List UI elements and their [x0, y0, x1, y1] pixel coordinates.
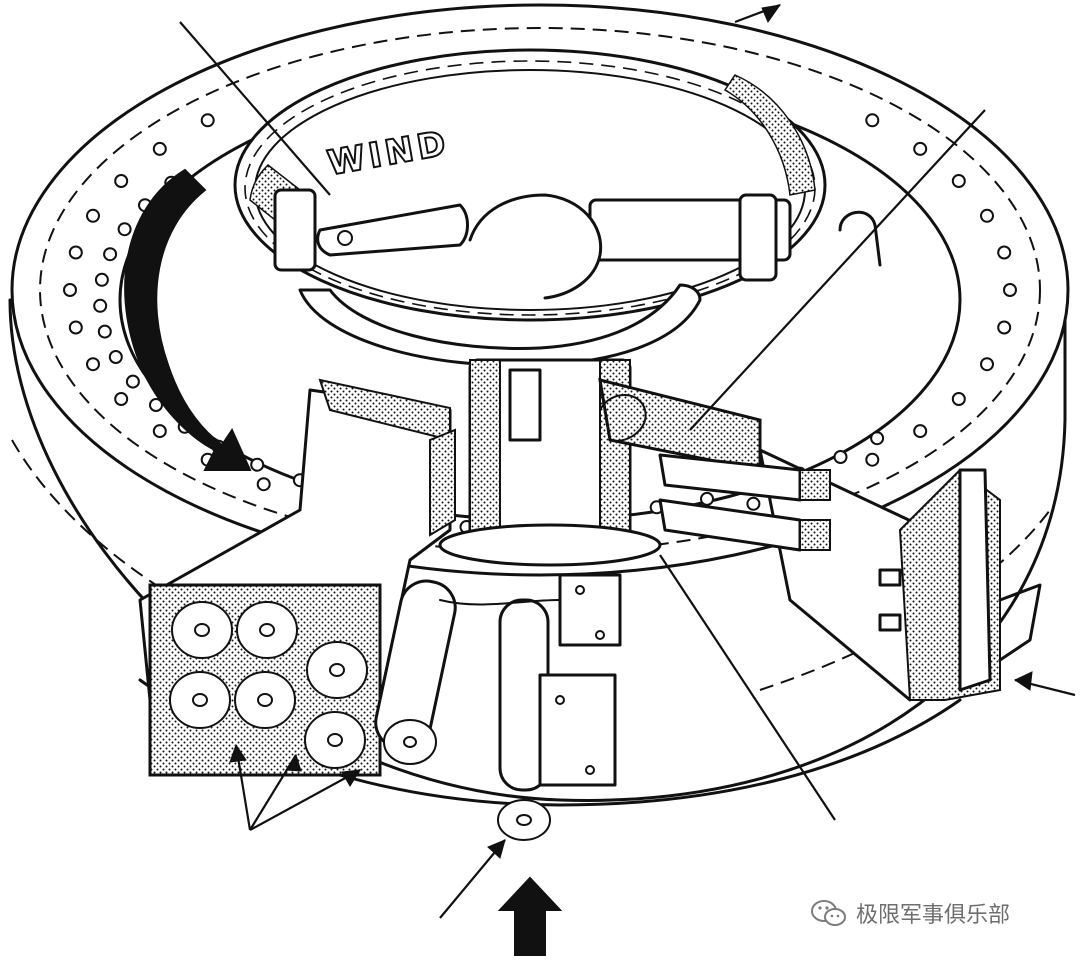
rivet-hole — [997, 320, 1012, 335]
cartridge-primer — [192, 693, 208, 707]
watermark: 极限军事俱乐部 — [810, 893, 1010, 933]
arrow-up-icon — [497, 876, 563, 956]
rivet-hole — [149, 398, 163, 412]
rivet-hole — [117, 222, 132, 237]
cartridge-base — [169, 671, 231, 729]
cartridge-base — [304, 711, 366, 769]
rivet-hole — [152, 424, 167, 439]
rivet-hole — [103, 247, 118, 262]
rivet-hole — [256, 477, 271, 492]
rivet-hole — [700, 491, 714, 506]
rivet-hole — [951, 392, 966, 406]
feed-lip-cartridges — [374, 573, 622, 841]
rivet-hole — [68, 320, 83, 335]
cartridges-radial — [599, 394, 831, 552]
cartridge-stack — [148, 583, 382, 777]
curved-arrow-clockwise-icon — [124, 168, 252, 471]
rivet-hole — [870, 431, 885, 446]
rivet-hole — [93, 298, 108, 313]
winding-arm — [273, 188, 882, 368]
rivet-hole — [865, 113, 880, 128]
rivet-hole — [114, 174, 129, 188]
rivet-hole — [200, 113, 215, 128]
rivet-hole — [125, 374, 140, 389]
cartridge-primer — [257, 693, 273, 707]
cartridge-base — [236, 601, 298, 659]
rivet-hole — [97, 324, 112, 339]
rivet-hole — [951, 174, 966, 188]
rivet-hole — [997, 245, 1012, 260]
rivet-hole — [68, 245, 83, 260]
rivet-hole — [114, 392, 129, 406]
watermark-text: 极限军事俱乐部 — [856, 903, 1011, 928]
rivet-hole — [980, 208, 994, 223]
rivet-hole — [86, 357, 100, 372]
cartridge-primer — [259, 623, 275, 637]
rivet-hole — [746, 496, 761, 511]
rivet-hole — [63, 283, 77, 297]
cartridge-base — [234, 671, 296, 729]
cartridge-base — [171, 601, 233, 659]
rivet-hole — [913, 424, 928, 439]
rivet-hole — [86, 208, 100, 223]
rivet-hole — [152, 141, 167, 156]
rivet-hole — [980, 357, 994, 372]
cartridge-primer — [329, 663, 345, 677]
rivet-hole — [865, 452, 880, 467]
rivet-hole — [833, 450, 848, 464]
rivet-hole — [913, 141, 928, 156]
rivet-hole — [250, 457, 265, 472]
cartridge-base — [306, 641, 368, 699]
cartridge-primer — [327, 733, 343, 747]
rivet-hole — [94, 272, 109, 287]
cartridge-primer — [194, 623, 210, 637]
wechat-icon — [811, 900, 846, 926]
rivet-hole — [1003, 283, 1017, 297]
callout-leaders — [179, 3, 1076, 919]
rivet-hole — [108, 350, 123, 364]
